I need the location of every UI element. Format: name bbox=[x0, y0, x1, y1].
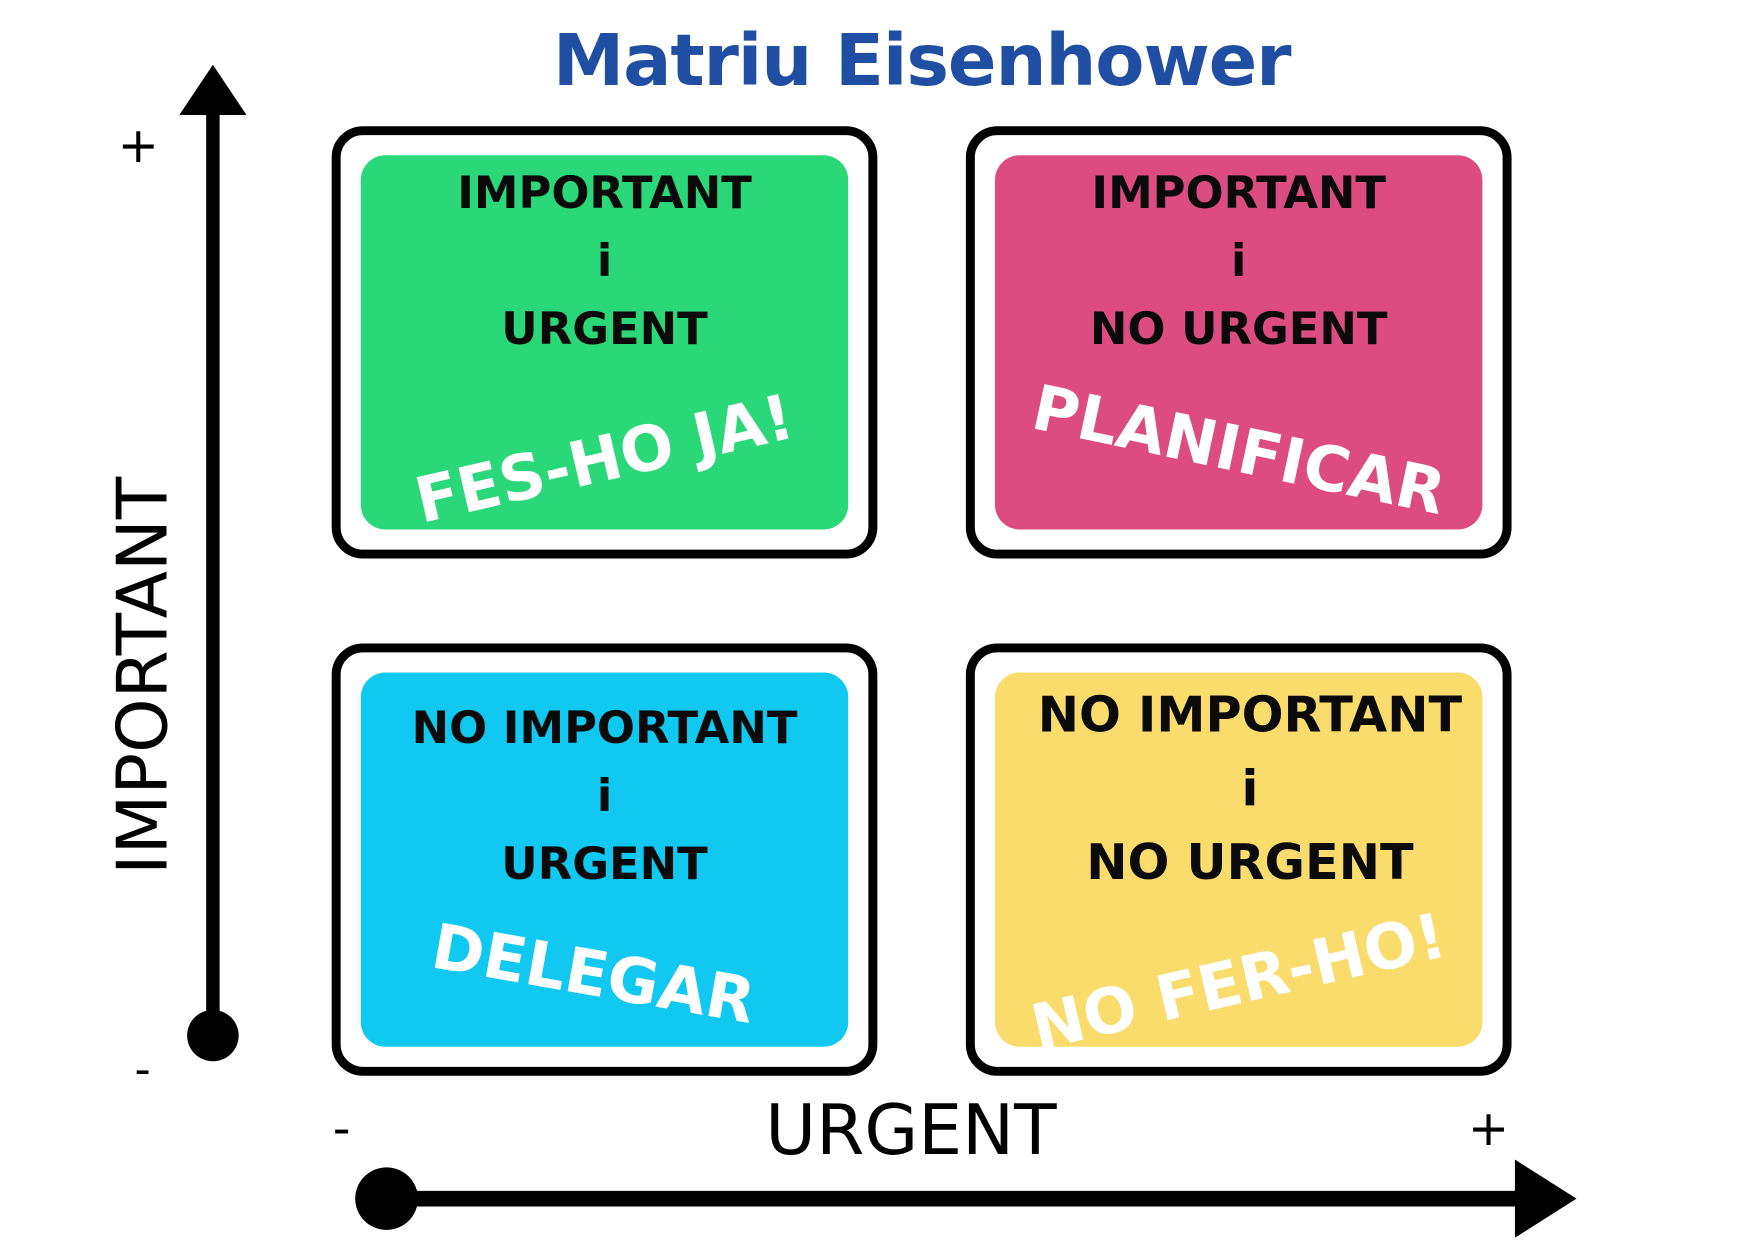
quadrant-fill: IMPORTANT i URGENT FES-HO JA! bbox=[360, 155, 849, 538]
quadrant-action: FES-HO JA! bbox=[408, 381, 801, 539]
quadrant-do-now: IMPORTANT i URGENT FES-HO JA! bbox=[331, 126, 878, 559]
quadrant-line2: i bbox=[596, 770, 613, 823]
quadrant-line2: i bbox=[1231, 235, 1247, 288]
quadrant-fill: NO IMPORTANT i NO URGENT NO FER-HO! bbox=[995, 672, 1483, 1065]
y-axis-label: IMPORTANT bbox=[101, 476, 184, 875]
quadrant-line3: NO URGENT bbox=[1086, 834, 1414, 892]
x-axis-label: URGENT bbox=[765, 1089, 1057, 1171]
quadrant-line1: IMPORTANT bbox=[457, 167, 752, 219]
quadrant-line1: NO IMPORTANT bbox=[411, 702, 798, 755]
x-axis-arrow bbox=[355, 1159, 1577, 1238]
quadrant-fill: NO IMPORTANT i URGENT DELEGAR bbox=[360, 672, 849, 1047]
quadrant-line3: NO URGENT bbox=[1089, 303, 1388, 356]
quadrant-line1: IMPORTANT bbox=[1091, 167, 1387, 219]
quadrant-action: NO FER-HO! bbox=[1024, 899, 1453, 1066]
x-axis-plus: + bbox=[1467, 1100, 1510, 1158]
y-axis-minus: - bbox=[134, 1044, 151, 1096]
quadrant-action: PLANIFICAR bbox=[1025, 371, 1452, 530]
quadrant-line2: i bbox=[1241, 760, 1259, 818]
quadrant-line1: NO IMPORTANT bbox=[1037, 687, 1463, 744]
quadrant-plan: IMPORTANT i NO URGENT PLANIFICAR bbox=[965, 126, 1512, 559]
quadrant-eliminate: NO IMPORTANT i NO URGENT NO FER-HO! bbox=[965, 643, 1512, 1076]
quadrant-delegate: NO IMPORTANT i URGENT DELEGAR bbox=[331, 643, 878, 1076]
y-axis-arrow bbox=[179, 64, 247, 1062]
quadrant-line3: URGENT bbox=[501, 838, 708, 891]
quadrant-fill: IMPORTANT i NO URGENT PLANIFICAR bbox=[995, 155, 1483, 530]
quadrant-line2: i bbox=[596, 235, 613, 288]
diagram-title: Matriu Eisenhower bbox=[552, 20, 1292, 103]
quadrant-line3: URGENT bbox=[501, 303, 708, 356]
quadrant-action: DELEGAR bbox=[426, 910, 761, 1039]
y-axis-plus: + bbox=[117, 117, 159, 175]
x-axis-minus: - bbox=[332, 1100, 351, 1158]
